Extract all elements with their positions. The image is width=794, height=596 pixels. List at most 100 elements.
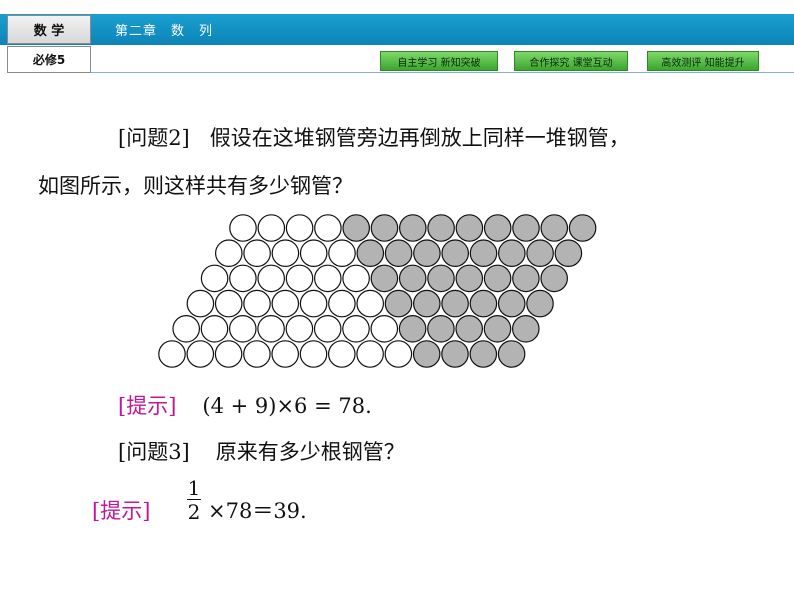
question-3-label: [问题3]: [118, 440, 190, 464]
subject-label: 数 学: [7, 15, 91, 44]
pipe-gray: [370, 214, 399, 242]
pipe-white: [328, 289, 356, 318]
pipe-gray: [540, 214, 569, 242]
pipe-gray: [554, 239, 583, 267]
pipe-white: [257, 214, 286, 242]
question-3-line: [问题3] 原来有多少根钢管？: [118, 436, 405, 466]
pipe-white: [186, 289, 215, 318]
question-2-line-1: [问题2] 假设在这堆钢管旁边再倒放上同样一堆钢管，: [118, 122, 630, 152]
pipe-white: [257, 264, 285, 293]
pipe-gray: [483, 214, 512, 242]
pipe-gray: [483, 264, 512, 293]
pipe-white: [356, 340, 384, 368]
pipe-white: [313, 314, 342, 343]
fraction-bar: [187, 499, 201, 500]
pipe-gray: [427, 314, 455, 343]
pipe-white: [158, 340, 186, 368]
pipe-gray: [511, 314, 540, 343]
pipe-gray: [370, 264, 399, 293]
pipe-gray: [427, 214, 455, 242]
pipe-gray: [384, 289, 413, 318]
pipe-white: [257, 314, 285, 343]
pipe-white: [327, 340, 356, 368]
fraction-denominator: 2: [187, 500, 201, 524]
pipe-white: [243, 289, 271, 318]
pipe-gray: [398, 214, 427, 242]
nav-button-cooperative[interactable]: 合作探究 课堂互动: [514, 51, 628, 71]
pipe-gray: [427, 264, 455, 293]
pipe-gray: [356, 239, 385, 267]
pipe-white: [299, 239, 328, 267]
fraction-one-half: 1 2: [186, 478, 202, 522]
hint-1-text: (4 + 9)×6 = 78.: [202, 394, 372, 418]
hint-1-line: [提示] (4 + 9)×6 = 78.: [118, 390, 372, 420]
pipe-white: [313, 264, 342, 293]
chapter-title: 第二章 数 列: [115, 24, 214, 39]
pipe-white: [271, 340, 299, 368]
pipe-white: [271, 289, 300, 318]
pipe-gray: [512, 264, 540, 293]
pipe-white: [356, 289, 384, 318]
pipe-white: [200, 314, 229, 343]
pipe-white: [299, 340, 328, 368]
pipe-gray: [441, 289, 469, 318]
pipe-white: [314, 214, 342, 242]
hint-2-text: ×78＝39.: [208, 499, 307, 523]
hint-1-label: [提示]: [118, 394, 177, 418]
pipe-white: [285, 264, 314, 293]
pipe-gray: [398, 264, 427, 293]
pipe-gray: [483, 314, 512, 343]
pipe-white: [229, 264, 257, 293]
pipe-gray: [497, 340, 526, 368]
pipe-gray: [455, 314, 483, 343]
pipe-gray: [497, 289, 526, 318]
pipe-white: [271, 239, 300, 267]
pipe-gray: [469, 289, 498, 318]
pipe-gray: [526, 289, 554, 318]
pipe-gray: [512, 214, 540, 242]
pipe-white: [172, 314, 200, 343]
question-2-line-2: 如图所示，则这样共有多少钢管？: [38, 174, 353, 198]
question-2-text: 假设在这堆钢管旁边再倒放上同样一堆钢管，: [209, 126, 630, 150]
pipe-gray: [384, 239, 413, 267]
pipe-gray: [455, 214, 484, 242]
pipe-white: [285, 214, 314, 242]
pipe-white: [186, 340, 215, 368]
pipe-gray: [540, 264, 568, 293]
pipe-white: [328, 239, 356, 267]
pipe-gray: [412, 289, 441, 318]
question-3-text: 原来有多少根钢管？: [215, 440, 405, 464]
pipe-white: [215, 239, 243, 267]
pipe-gray: [398, 314, 427, 343]
question-2-label: [问题2]: [118, 126, 190, 150]
pipe-white: [384, 340, 413, 368]
pipe-white: [342, 314, 370, 343]
nav-button-self-study[interactable]: 自主学习 新知突破: [380, 51, 498, 71]
pipe-gray: [455, 264, 484, 293]
pipe-gray: [441, 340, 469, 368]
pipe-gray: [526, 239, 554, 267]
pipe-gray: [469, 239, 498, 267]
pipe-gray: [342, 214, 370, 242]
nav-button-assessment[interactable]: 高效测评 知能提升: [647, 51, 759, 71]
book-label: 必修5: [7, 46, 91, 73]
pipe-white: [370, 314, 399, 343]
pipe-gray: [568, 214, 597, 242]
pipe-white: [214, 340, 243, 368]
pipe-gray: [412, 340, 441, 368]
pipe-white: [243, 340, 271, 368]
pipe-white: [299, 289, 328, 318]
pipe-gray: [497, 239, 526, 267]
pipe-white: [229, 214, 257, 242]
pipe-white: [285, 314, 314, 343]
header-bar: [0, 14, 794, 45]
header-divider: [91, 72, 794, 73]
pipe-gray: [469, 340, 498, 368]
pipe-white: [229, 314, 257, 343]
pipe-white: [200, 264, 229, 293]
fraction-numerator: 1: [187, 476, 201, 500]
pipe-white: [214, 289, 243, 318]
pipe-white: [243, 239, 271, 267]
hint-2-label: [提示]: [92, 499, 151, 523]
